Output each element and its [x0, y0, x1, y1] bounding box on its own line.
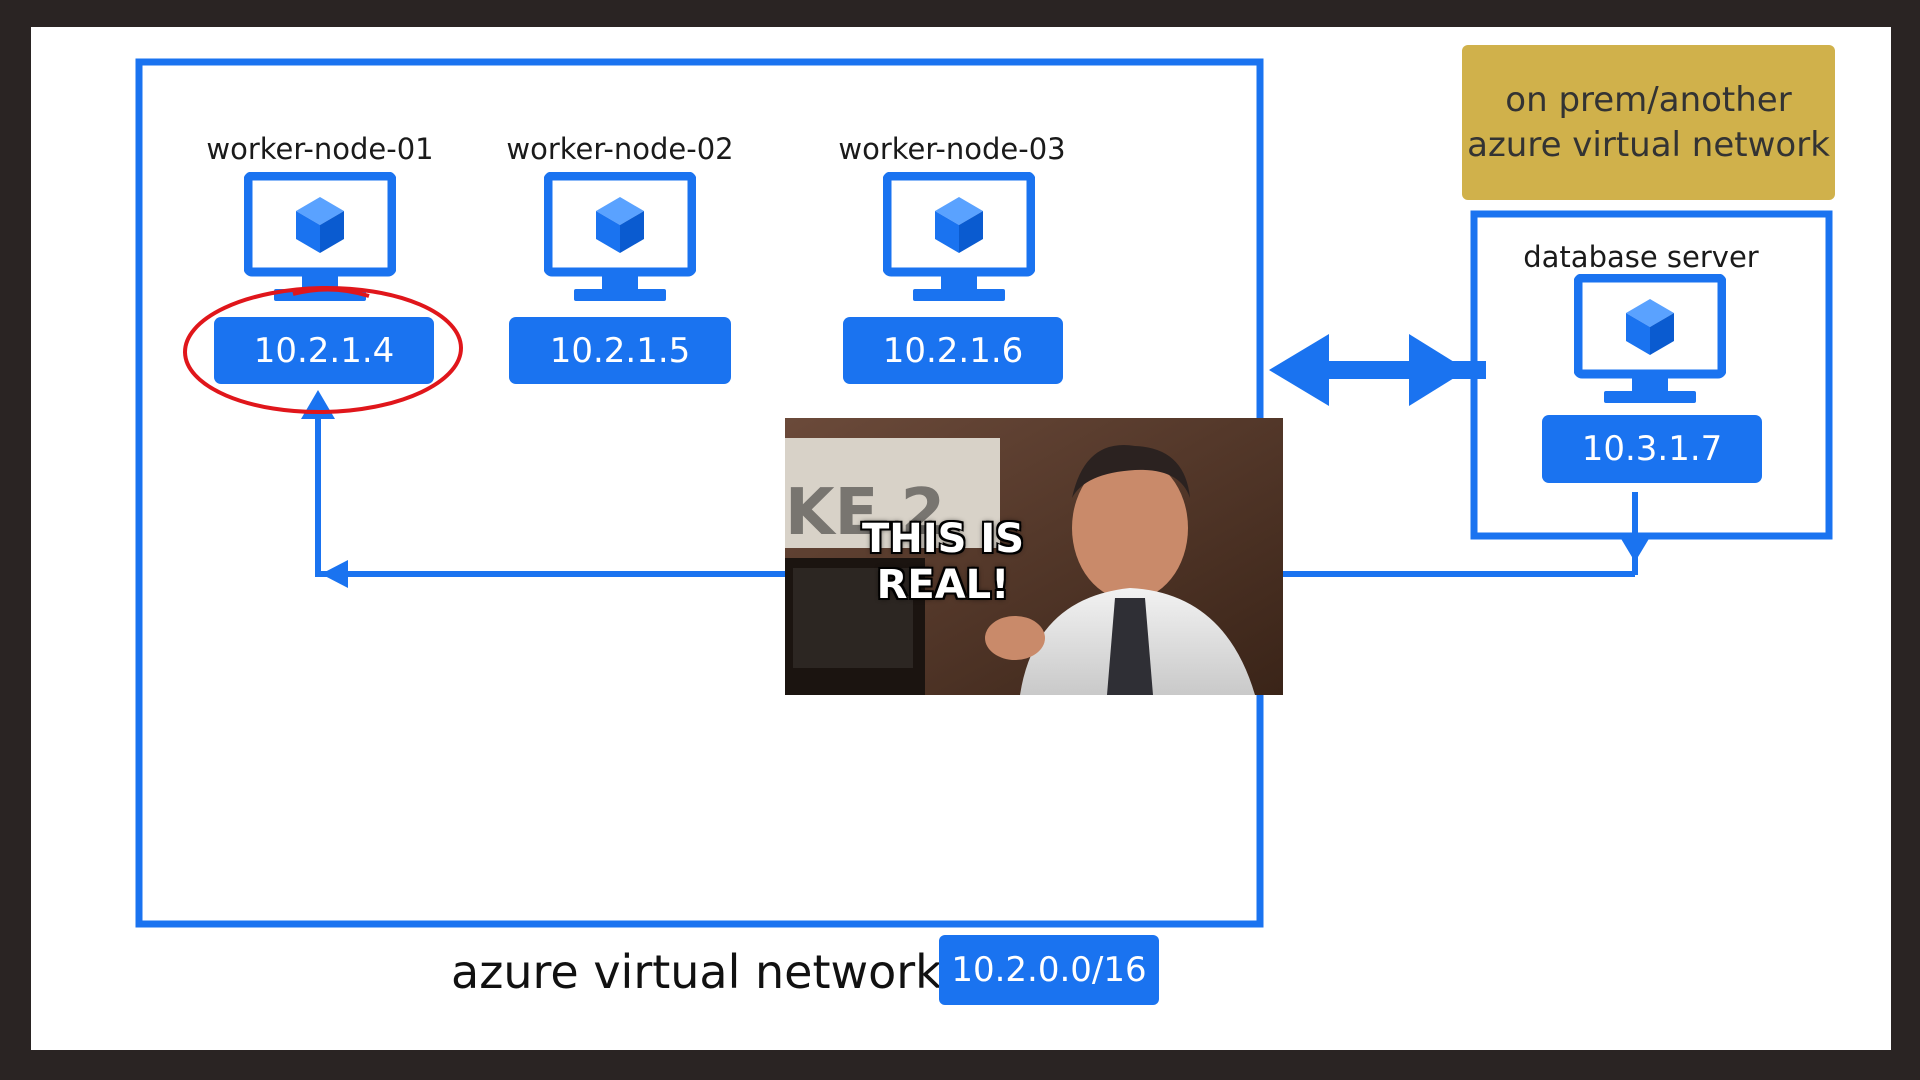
meme-scene [785, 418, 1283, 695]
node-name-3: worker-node-03 [838, 132, 1066, 166]
vnet-title: azure virtual network [451, 945, 942, 999]
database-server-ip: 10.3.1.7 [1542, 415, 1762, 483]
vm-monitor-icon [244, 172, 396, 301]
arrowhead-left [321, 560, 348, 588]
node-ip-3: 10.2.1.6 [843, 317, 1063, 384]
node-ip-1: 10.2.1.4 [214, 317, 434, 384]
meme-caption: THIS IS REAL! [843, 516, 1043, 608]
meme-caption-line2: REAL! [876, 562, 1010, 608]
node-name-2: worker-node-02 [506, 132, 734, 166]
vm-monitor-icon [544, 172, 696, 301]
node-name-1: worker-node-01 [206, 132, 434, 166]
vm-monitor-icon [883, 172, 1035, 301]
vnet-cidr-badge: 10.2.0.0/16 [939, 935, 1159, 1005]
onprem-label-line1: on prem/another [1505, 79, 1792, 120]
meme-image: KE 2 THIS IS REAL! [785, 418, 1283, 695]
node-ip-2: 10.2.1.5 [509, 317, 731, 384]
slide: worker-node-01 10.2.1.4 worker-node-02 1… [31, 27, 1891, 1050]
meme-caption-line1: THIS IS [861, 516, 1025, 562]
vm-monitor-icon [1574, 274, 1726, 403]
database-server-label: database server [1523, 240, 1759, 274]
meme-wall-text: KE 2 [785, 476, 946, 550]
arrowhead-down [1620, 537, 1650, 562]
onprem-label-line2: azure virtual network [1467, 124, 1830, 165]
highlight-circle [183, 285, 463, 415]
bidirectional-arrow [1269, 334, 1486, 406]
onprem-network-label: on prem/another azure virtual network [1462, 45, 1835, 200]
